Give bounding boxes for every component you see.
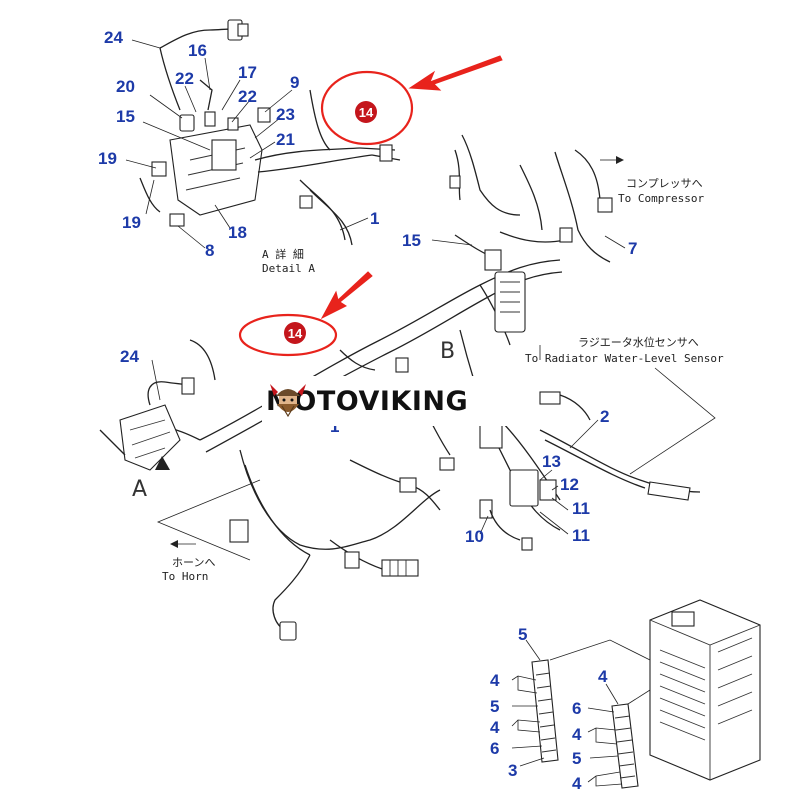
detail-a-label-en: Detail A xyxy=(262,262,315,275)
callout-18: 18 xyxy=(228,223,247,242)
callout-19-b: 19 xyxy=(122,213,141,232)
detail-a-drawing xyxy=(139,19,401,246)
callout-8: 8 xyxy=(205,241,214,260)
compressor-branch xyxy=(431,134,626,271)
callout-22-a: 22 xyxy=(175,69,194,88)
badge-14-middle xyxy=(284,322,306,344)
callout-22-b: 22 xyxy=(238,87,257,106)
badge-14-top xyxy=(355,101,377,123)
callout-13: 13 xyxy=(542,452,561,471)
callout-6-b: 6 xyxy=(572,699,581,718)
compressor-note-jp: コンプレッサへ xyxy=(626,177,703,190)
callout-23: 23 xyxy=(276,105,295,124)
callout-21: 21 xyxy=(276,130,295,149)
detail-a-callouts: 24 16 17 9 20 22 22 23 15 21 19 19 18 8 … xyxy=(98,28,379,260)
view-letter-a: A xyxy=(132,477,147,502)
callout-11-a: 11 xyxy=(572,499,590,518)
callout-3: 3 xyxy=(508,761,517,780)
motoviking-watermark: MOTOVIKING xyxy=(262,376,538,426)
callout-16: 16 xyxy=(188,41,207,60)
callout-15-detail: 15 xyxy=(116,107,135,126)
fuse-callouts: 5 4 5 4 6 3 4 6 4 5 4 xyxy=(490,625,608,793)
callout-19-a: 19 xyxy=(98,149,117,168)
callout-5-b: 5 xyxy=(490,697,499,716)
view-letter-b: B xyxy=(440,339,455,364)
callout-11-b: 11 xyxy=(572,526,590,545)
callout-4-c: 4 xyxy=(598,667,608,686)
view-a-arrow-icon xyxy=(155,456,170,470)
main-harness xyxy=(99,259,701,641)
callout-4-d: 4 xyxy=(572,725,582,744)
badge-14-top-label: 14 xyxy=(359,105,374,120)
callout-4-b: 4 xyxy=(490,718,500,737)
badge-14-middle-label: 14 xyxy=(288,326,303,341)
callout-2: 2 xyxy=(600,407,609,426)
callout-17: 17 xyxy=(238,63,257,82)
callout-7: 7 xyxy=(628,239,637,258)
callout-4-e: 4 xyxy=(572,774,582,793)
detail-a-label: A 詳 細 Detail A xyxy=(262,247,315,275)
detail-a-label-jp: A 詳 細 xyxy=(262,247,304,261)
highlight-middle: 14 xyxy=(238,271,373,357)
callout-9: 9 xyxy=(290,73,299,92)
callout-24-detail: 24 xyxy=(104,28,123,47)
callout-1-detail: 1 xyxy=(370,209,379,228)
callout-5-c: 5 xyxy=(572,749,581,768)
callout-10: 10 xyxy=(465,527,484,546)
main-leaders xyxy=(151,345,716,561)
red-arrow-icon-top xyxy=(408,55,503,91)
viking-head-icon xyxy=(270,384,306,418)
horn-note-en: To Horn xyxy=(162,570,208,583)
callout-24-main: 24 xyxy=(120,347,139,366)
radiator-note-en: To Radiator Water-Level Sensor xyxy=(525,352,724,365)
radiator-note-jp: ラジエータ水位センサへ xyxy=(578,335,699,349)
detail-a-leaders xyxy=(125,39,369,249)
callout-4-a: 4 xyxy=(490,671,500,690)
highlight-ellipse-top xyxy=(320,70,414,146)
callout-1-main: 1 xyxy=(330,417,339,436)
compressor-note-en: To Compressor xyxy=(618,192,704,205)
highlight-top: 14 xyxy=(320,55,503,146)
red-arrow-icon-middle xyxy=(320,271,373,320)
highlight-ellipse-middle xyxy=(238,313,338,357)
callout-5-a: 5 xyxy=(518,625,527,644)
callout-12: 12 xyxy=(560,475,579,494)
callout-15-main: 15 xyxy=(402,231,421,250)
horn-note-jp: ホーンへ xyxy=(172,556,215,569)
callout-20: 20 xyxy=(116,77,135,96)
callout-6-a: 6 xyxy=(490,739,499,758)
fuse-box-drawing xyxy=(511,599,761,789)
